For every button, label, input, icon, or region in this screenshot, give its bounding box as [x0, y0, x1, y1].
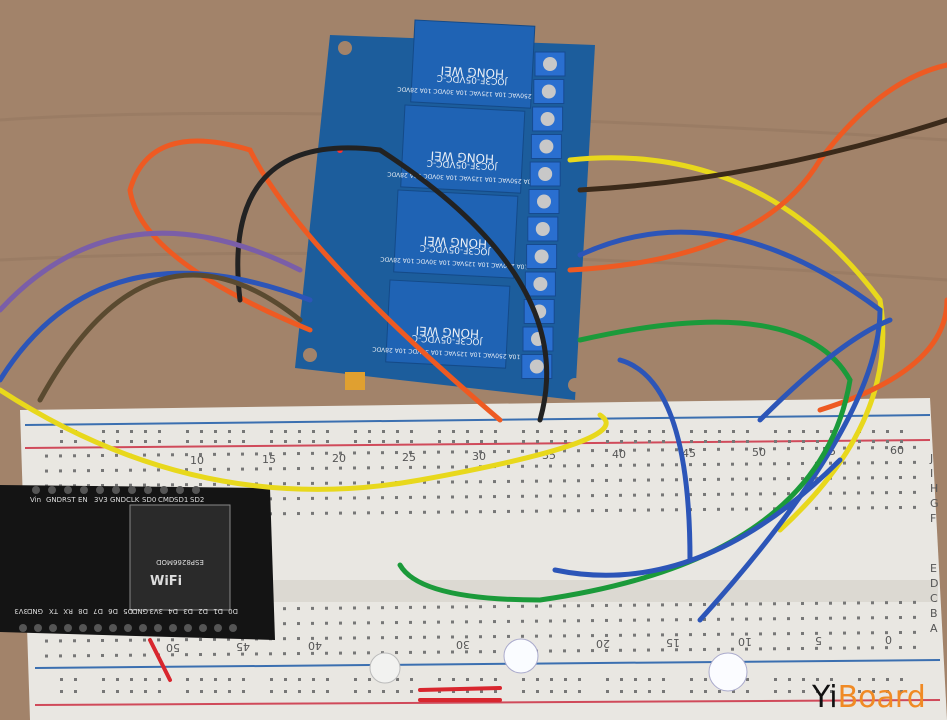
column-number: 5 [815, 634, 822, 647]
column-number: 25 [402, 451, 416, 464]
relay-model: JQC3F-05VDC-C [437, 72, 509, 86]
screw-terminal [538, 167, 553, 181]
pin-label: D7 [93, 607, 103, 615]
relay-brand: HONG WEI [440, 63, 504, 80]
pin-label: RST [62, 496, 76, 504]
screw-terminal [537, 194, 551, 209]
pin-label: 3V3 [94, 496, 108, 504]
row-letter: C [930, 592, 938, 605]
pin-label: SD2 [190, 496, 204, 504]
pin-label: TX [49, 607, 59, 615]
row-letter: F [930, 512, 936, 525]
pin-label: D0 [228, 607, 238, 615]
column-number: 20 [596, 637, 610, 650]
relay-brand: HONG WEI [415, 323, 479, 340]
pin-label: Vin [30, 496, 41, 504]
pin-label: 3V3 [14, 607, 28, 615]
pin-label: D6 [108, 607, 118, 615]
row-letter: J [929, 452, 933, 465]
column-number: 30 [456, 638, 470, 651]
pin-label: SD1 [174, 496, 188, 504]
column-number: 15 [666, 636, 680, 649]
relay-brand: HONG WEI [423, 233, 487, 250]
column-number: 50 [752, 446, 766, 459]
pin-label: D3 [183, 607, 193, 615]
column-number: 60 [890, 444, 904, 457]
led-1 [369, 652, 401, 684]
row-letter: A [930, 622, 938, 635]
led-2 [503, 638, 539, 674]
screw-terminal [539, 139, 554, 154]
pin-label: D1 [213, 607, 223, 615]
row-letter: B [930, 607, 938, 620]
watermark: YiBoard [811, 680, 926, 715]
screw-terminal [534, 249, 549, 264]
screw-terminal [543, 57, 557, 71]
screw-terminal [535, 222, 550, 236]
relay-model: JQC3F-05VDC-C [412, 332, 484, 346]
pin-label: EN [78, 496, 88, 504]
column-number: 20 [332, 452, 346, 465]
column-number: 50 [166, 641, 180, 654]
column-number: 40 [308, 639, 322, 652]
row-letter: G [930, 497, 939, 510]
column-number: 45 [236, 640, 250, 653]
screw-terminal [540, 112, 555, 126]
leds [369, 638, 748, 692]
pin-label: 3V3 [149, 607, 163, 615]
column-number: 10 [190, 454, 204, 467]
row-letter: D [930, 577, 938, 590]
column-number: 30 [472, 450, 486, 463]
column-number: 45 [682, 447, 696, 460]
screw-terminal [529, 359, 544, 374]
pin-label: GND [27, 607, 43, 615]
pin-label: SD0 [142, 496, 156, 504]
column-number: 40 [612, 448, 626, 461]
column-number: 0 [885, 633, 892, 646]
screw-terminal [533, 277, 548, 291]
screw-terminal [541, 84, 556, 99]
column-number: 15 [262, 453, 276, 466]
pin-label: CMD [158, 496, 174, 504]
module-label: ESP8266MOD [156, 558, 204, 566]
pin-label: D8 [78, 607, 88, 615]
row-letter: H [930, 482, 938, 495]
pin-label: D2 [198, 607, 208, 615]
relay-brand: HONG WEI [430, 148, 494, 165]
jumper-wires [0, 62, 947, 702]
row-letter: E [930, 562, 937, 575]
pin-label: RX [63, 607, 73, 615]
relay-model: JQC3F-05VDC-C [427, 157, 499, 171]
pin-label: GND [110, 496, 126, 504]
jumper [345, 372, 365, 390]
column-number: 10 [738, 635, 752, 648]
pin-label: GND [132, 607, 148, 615]
wifi-logo: WiFi [150, 574, 182, 589]
relay-model: JQC3F-05VDC-C [420, 242, 492, 256]
pin-label: GND [46, 496, 62, 504]
pin-label: D5 [123, 607, 133, 615]
led-3 [708, 652, 748, 692]
row-letter: I [930, 467, 933, 480]
pin-label: CLK [126, 496, 140, 504]
pin-label: D4 [168, 607, 178, 615]
